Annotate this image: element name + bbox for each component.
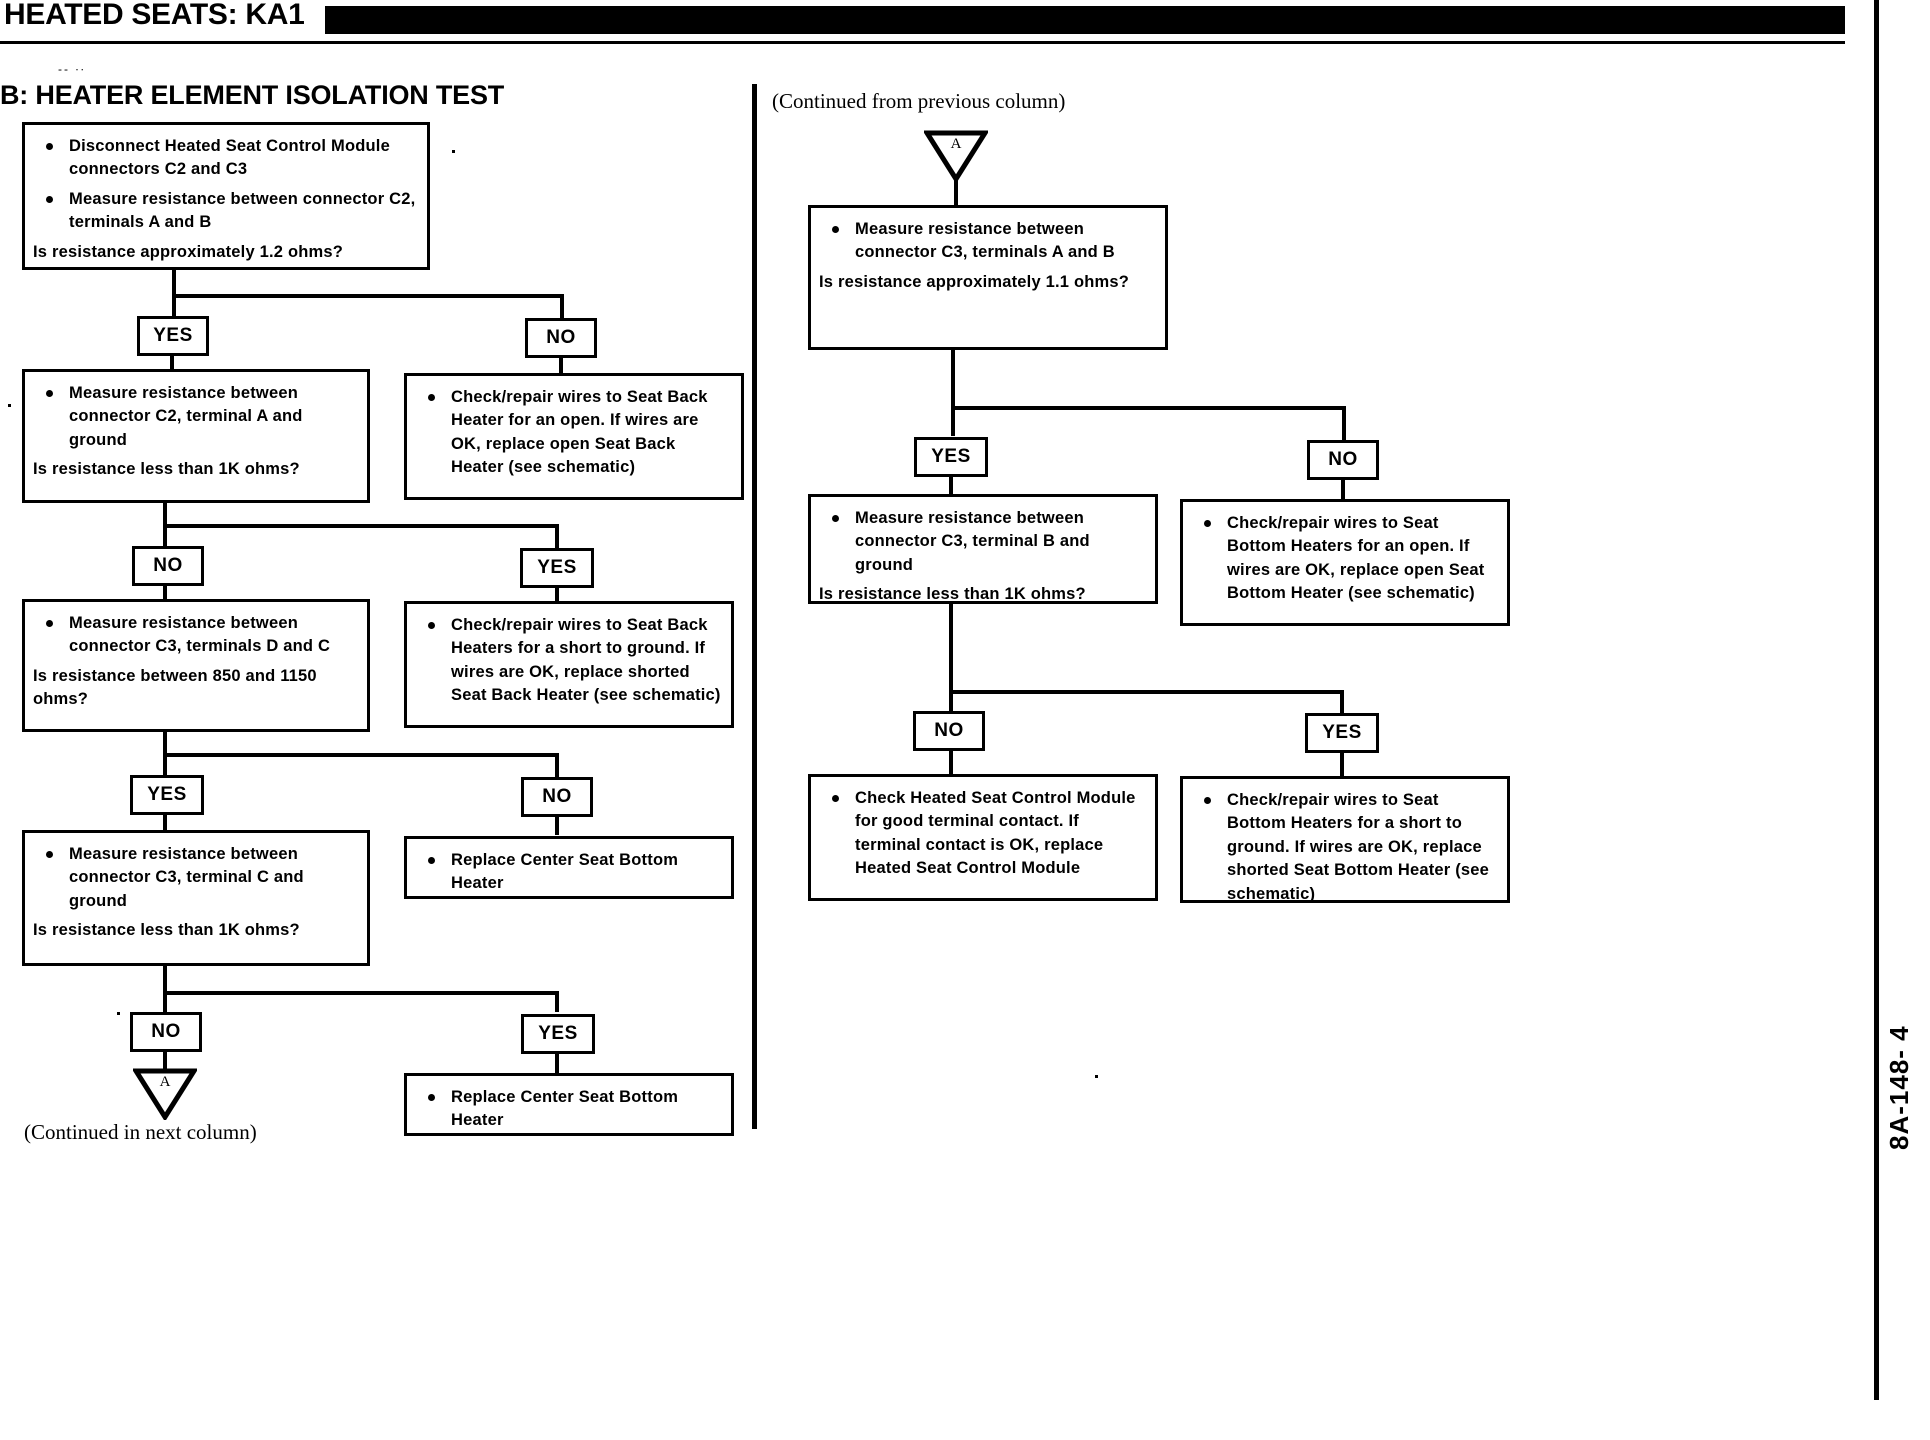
decision-chip-no[interactable]: NO [913,711,985,751]
connector-line [555,753,559,795]
connector-line [163,586,167,600]
flow-box-check-module: Check Heated Seat Control Module for goo… [808,774,1158,901]
bullet-item: Measure resistance between connector C3,… [33,612,357,659]
connector-line [949,604,953,711]
stray-dots-artifact: -- ∙∙ [58,62,86,76]
box-question: Is resistance less than 1K ohms? [33,921,300,940]
connector-line [163,732,167,794]
column-divider [752,84,757,1129]
connector-line [555,1054,559,1074]
decision-chip-no[interactable]: NO [130,1012,202,1052]
box-question: Is resistance approximately 1.2 ohms? [33,242,344,261]
connector-line [163,503,167,565]
page-header: HEATED SEATS: KA1 [0,0,1890,40]
continued-next-column-label: (Continued in next column) [24,1120,257,1144]
box-question: Is resistance less than 1K ohms? [819,585,1086,604]
connector-line [949,690,1344,694]
flow-box-replace-center-heater-2: Replace Center Seat Bottom Heater [404,1073,734,1136]
bullet-item: Check/repair wires to Seat Bottom Heater… [1191,512,1497,606]
flow-box-seat-bottom-open: Check/repair wires to Seat Bottom Heater… [1180,499,1510,626]
bullet-item: Disconnect Heated Seat Control Module co… [33,135,417,182]
scan-speck [117,1012,120,1015]
bullet-item: Measure resistance between connector C3,… [33,843,357,913]
bullet-item: Measure resistance between connector C3,… [819,507,1145,577]
connector-line [555,817,559,835]
flow-box-c2-a-ground: Measure resistance between connector C2,… [22,369,370,503]
scan-speck [452,150,455,153]
connector-line [555,524,559,566]
connector-label: A [159,1074,171,1090]
continued-previous-column-label: (Continued from previous column) [772,89,1066,113]
bullet-item: Replace Center Seat Bottom Heater [415,1086,721,1133]
connector-line [951,350,955,436]
flow-box-c3-c-ground: Measure resistance between connector C3,… [22,830,370,966]
connector-line [1341,480,1345,500]
connector-line [555,588,559,602]
flow-box-seat-bottom-short: Check/repair wires to Seat Bottom Heater… [1180,776,1510,903]
connector-line [954,176,958,206]
connector-line [163,1052,167,1070]
bullet-item: Measure resistance between connector C3,… [819,218,1155,265]
scan-speck [1095,1075,1098,1078]
connector-triangle-a-in: A [924,130,988,182]
decision-chip-no[interactable]: NO [525,318,597,358]
connector-label: A [950,136,962,152]
connector-line [172,294,564,298]
bullet-item: Check Heated Seat Control Module for goo… [819,787,1145,881]
connector-line [559,358,563,374]
flow-box-start: Disconnect Heated Seat Control Module co… [22,122,430,270]
connector-line [555,991,559,1012]
flow-box-c3-b-ground: Measure resistance between connector C3,… [808,494,1158,604]
decision-chip-yes[interactable]: YES [130,775,204,815]
flow-box-seat-back-short: Check/repair wires to Seat Back Heaters … [404,601,734,728]
bullet-item: Check/repair wires to Seat Back Heaters … [415,614,721,708]
connector-line [949,751,953,775]
page-number: 8A-148- 4 [1884,1025,1914,1150]
decision-chip-yes[interactable]: YES [520,548,594,588]
page-edge-rule [1874,0,1879,1400]
flow-box-replace-center-heater-1: Replace Center Seat Bottom Heater [404,836,734,899]
decision-chip-no[interactable]: NO [1307,440,1379,480]
decision-chip-no[interactable]: NO [521,777,593,817]
box-question: Is resistance approximately 1.1 ohms? [819,272,1130,291]
connector-line [949,477,953,495]
decision-chip-yes[interactable]: YES [1305,713,1379,753]
header-black-bar [325,6,1845,34]
connector-line [163,753,559,757]
decision-chip-no[interactable]: NO [132,546,204,586]
connector-triangle-a-out: A [133,1068,197,1120]
bullet-item: Measure resistance between connector C2,… [33,382,357,452]
decision-chip-yes[interactable]: YES [914,437,988,477]
connector-line [163,524,559,528]
connector-line [1340,753,1344,777]
decision-chip-yes[interactable]: YES [137,316,209,356]
bullet-item: Replace Center Seat Bottom Heater [415,849,721,896]
box-question: Is resistance between 850 and 1150 ohms? [33,666,317,709]
connector-line [163,966,167,1030]
connector-line [170,356,174,370]
bullet-item: Check/repair wires to Seat Back Heater f… [415,386,731,480]
flow-box-c3-a-b: Measure resistance between connector C3,… [808,205,1168,350]
page-title: HEATED SEATS: KA1 [4,0,305,31]
scan-speck [8,404,11,407]
connector-line [163,815,167,831]
bullet-item: Check/repair wires to Seat Bottom Heater… [1191,789,1497,906]
box-question: Is resistance less than 1K ohms? [33,460,300,479]
connector-line [951,406,1346,410]
connector-line [560,294,564,335]
connector-line [1342,406,1346,440]
flow-box-seat-back-open: Check/repair wires to Seat Back Heater f… [404,373,744,500]
connector-line [1340,690,1344,713]
header-rule [0,41,1845,44]
connector-line [163,991,559,995]
section-title: B: HEATER ELEMENT ISOLATION TEST [0,80,505,110]
bullet-item: Measure resistance between connector C2,… [33,188,417,235]
flow-box-c3-d-c: Measure resistance between connector C3,… [22,599,370,732]
connector-line [172,270,176,335]
decision-chip-yes[interactable]: YES [521,1014,595,1054]
